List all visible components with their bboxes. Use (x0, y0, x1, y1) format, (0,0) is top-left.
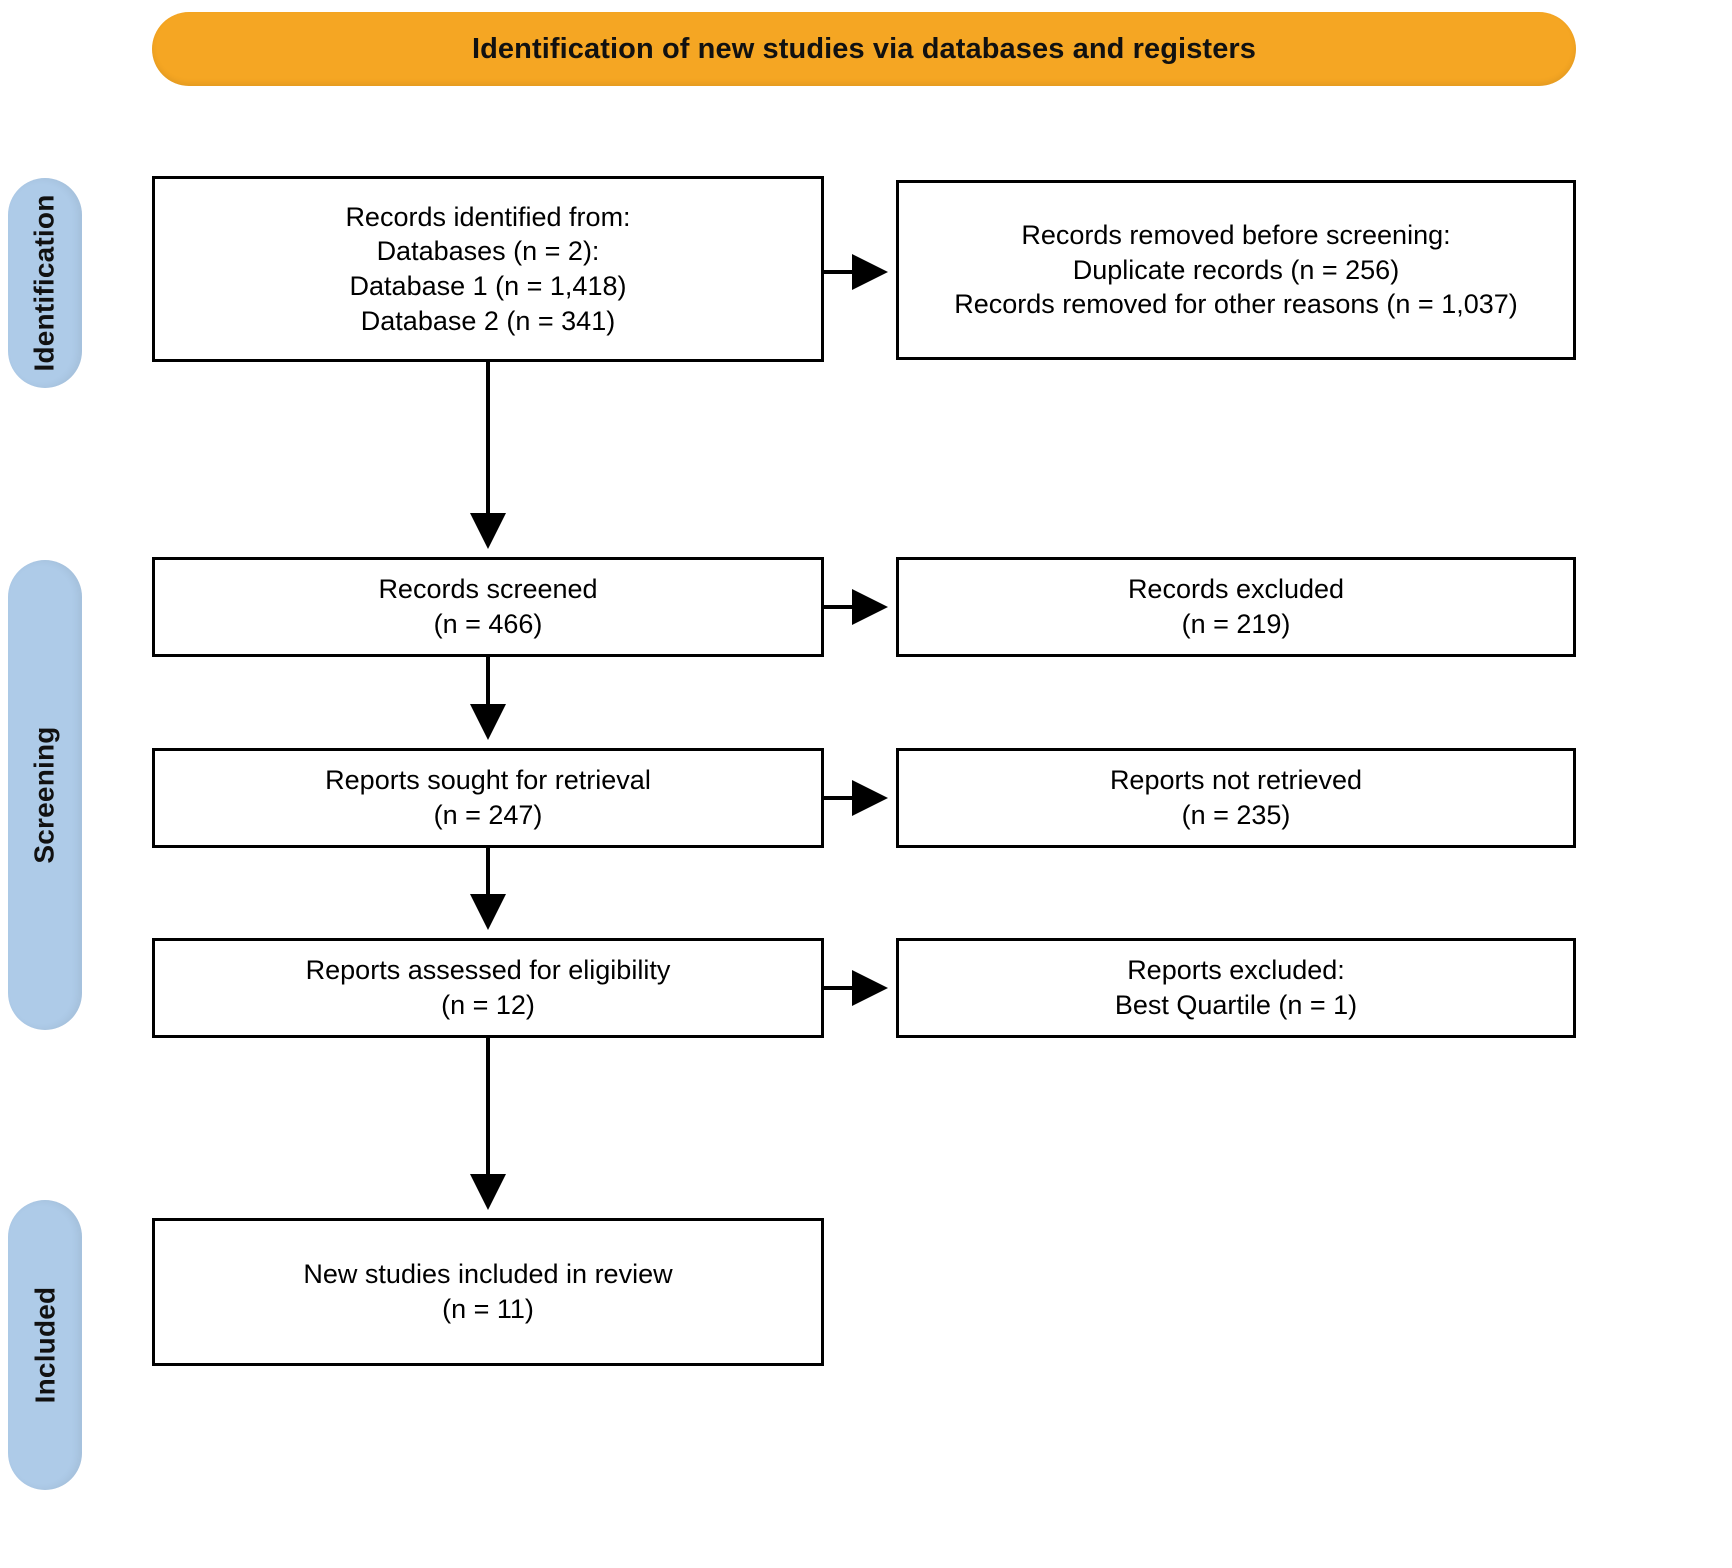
box-reports-excluded: Reports excluded: Best Quartile (n = 1) (896, 938, 1576, 1038)
box-reports-assessed-for-eligibility: Reports assessed for eligibility (n = 12… (152, 938, 824, 1038)
reports-sought-count: (n = 247) (433, 800, 543, 830)
new-studies-included-label: New studies included in review (303, 1259, 673, 1290)
diagram-header-banner: Identification of new studies via databa… (152, 12, 1576, 86)
records-removed-line-3: Records removed for other reasons (n = 1… (954, 289, 1518, 320)
stage-label-included: Included (8, 1200, 82, 1490)
box-reports-not-retrieved: Reports not retrieved (n = 235) (896, 748, 1576, 848)
reports-assessed-label: Reports assessed for eligibility (305, 955, 671, 986)
records-excluded-label: Records excluded (1127, 574, 1345, 605)
box-records-removed-before-screening: Records removed before screening: Duplic… (896, 180, 1576, 360)
stage-label-screening-text: Screening (29, 726, 60, 864)
stage-label-identification: Identification (8, 178, 82, 388)
box-records-screened: Records screened (n = 466) (152, 557, 824, 657)
records-identified-line-2: Databases (n = 2): (376, 236, 600, 267)
reports-excluded-label: Reports excluded: (1127, 955, 1345, 986)
box-records-identified: Records identified from: Databases (n = … (152, 176, 824, 362)
reports-assessed-count: (n = 12) (441, 990, 535, 1020)
diagram-title: Identification of new studies via databa… (471, 32, 1257, 65)
reports-not-retrieved-label: Reports not retrieved (1109, 765, 1363, 796)
records-screened-count: (n = 466) (433, 609, 543, 639)
box-reports-sought-for-retrieval: Reports sought for retrieval (n = 247) (152, 748, 824, 848)
records-identified-line-4: Database 2 (n = 341) (360, 305, 616, 336)
box-new-studies-included: New studies included in review (n = 11) (152, 1218, 824, 1366)
records-identified-line-3: Database 1 (n = 1,418) (349, 271, 627, 301)
reports-excluded-reason: Best Quartile (n = 1) (1114, 990, 1358, 1020)
reports-sought-label: Reports sought for retrieval (325, 765, 651, 796)
records-removed-line-1: Records removed before screening: (1021, 220, 1451, 251)
records-identified-line-1: Records identified from: (345, 201, 631, 232)
new-studies-included-count: (n = 11) (442, 1294, 534, 1324)
box-records-excluded: Records excluded (n = 219) (896, 557, 1576, 657)
records-removed-line-2: Duplicate records (n = 256) (1072, 254, 1400, 285)
stage-label-identification-text: Identification (29, 194, 60, 372)
stage-label-screening: Screening (8, 560, 82, 1030)
stage-label-included-text: Included (29, 1286, 60, 1404)
reports-not-retrieved-count: (n = 235) (1181, 800, 1291, 830)
records-screened-label: Records screened (378, 574, 598, 605)
records-excluded-count: (n = 219) (1181, 609, 1291, 639)
